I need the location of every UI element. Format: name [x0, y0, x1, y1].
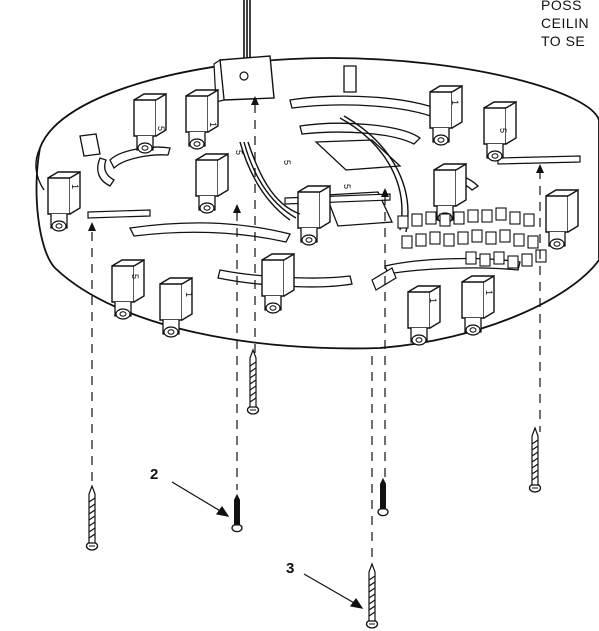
alignment-lines [91, 104, 541, 566]
callout-leaders [171, 481, 364, 609]
bracket-numeral: 5 [282, 160, 292, 165]
bracket-numeral: 5 [498, 128, 508, 133]
note-line: POSS [541, 0, 582, 13]
bracket-numeral: 5 [130, 274, 140, 279]
bracket-numeral: 1 [208, 122, 218, 127]
supply-wires [243, 0, 251, 60]
bracket-numeral: 1 [428, 298, 438, 303]
bracket-numeral: 1 [70, 184, 80, 189]
bracket-numeral: 1 [450, 100, 460, 105]
mounting-screws [85, 349, 542, 629]
bracket-numeral: 5 [342, 184, 352, 189]
bracket-numeral: 1 [184, 292, 194, 297]
callout-number-3: 3 [286, 560, 295, 577]
bracket-numeral: 1 [484, 290, 494, 295]
internal-wires [239, 115, 409, 233]
instruction-note-fragment: POSS CEILIN TO SE [541, 0, 589, 50]
center-top-bracket [213, 55, 275, 103]
bracket-numeral: 5 [234, 150, 244, 155]
top-tab [79, 65, 357, 157]
alignment-arrowheads [88, 96, 544, 231]
bracket-numeral: 5 [156, 126, 166, 131]
note-line: TO SE [541, 33, 586, 49]
note-line: CEILIN [541, 15, 590, 31]
callout-number-2: 2 [150, 466, 159, 483]
terminal-block-cluster [397, 207, 547, 269]
